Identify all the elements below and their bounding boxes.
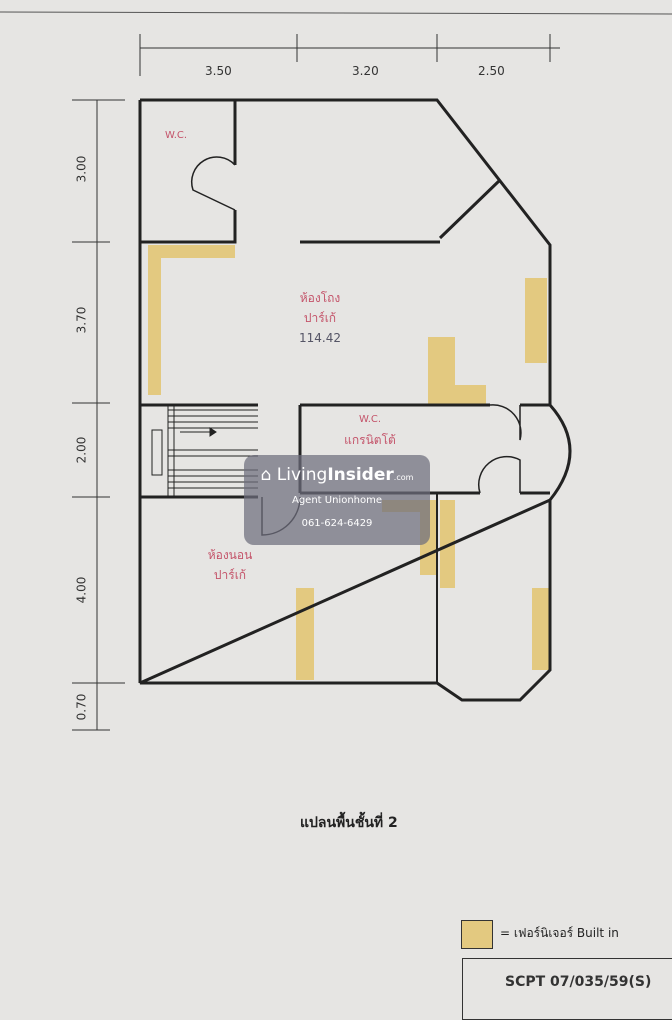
hall-name: ห้องโถง bbox=[299, 291, 341, 305]
dim-left-5: 0.70 bbox=[74, 693, 89, 721]
wc-mid-floor: แกรนิตโต้ bbox=[344, 433, 396, 447]
plan-title: แปลนพื้นชั้นที่ 2 bbox=[300, 815, 398, 831]
room-wc-mid: W.C. แกรนิตโต้ bbox=[340, 410, 400, 450]
dim-left-4: 4.00 bbox=[74, 576, 89, 604]
brand-light: Living bbox=[276, 465, 328, 485]
top-dimension-line bbox=[0, 11, 672, 76]
dim-top-3: 2.50 bbox=[478, 64, 505, 78]
left-dimension-line bbox=[72, 99, 125, 731]
room-wc-top: W.C. bbox=[165, 130, 188, 141]
wc-mid-name: W.C. bbox=[358, 414, 382, 425]
dim-left-3: 2.00 bbox=[74, 436, 89, 464]
watermark: ⌂ LivingInsider.com Agent Unionhome 061-… bbox=[244, 455, 430, 545]
bedroom-name: ห้องนอน bbox=[207, 548, 253, 562]
watermark-logo: ⌂ LivingInsider.com bbox=[244, 465, 430, 485]
house-icon: ⌂ bbox=[260, 465, 272, 485]
legend-text: = เฟอร์นิเจอร์ Built in bbox=[500, 926, 619, 940]
room-bedroom: ห้องนอน ปาร์เก้ bbox=[195, 545, 265, 585]
dim-left-1: 3.00 bbox=[74, 155, 89, 183]
dim-top-2: 3.20 bbox=[352, 64, 379, 78]
walls bbox=[138, 98, 572, 702]
hall-area: 114.42 bbox=[299, 331, 341, 345]
brand-bold: Insider bbox=[327, 465, 394, 485]
room-hall: ห้องโถง ปาร์เก้ 114.42 bbox=[280, 288, 360, 348]
watermark-phone: 061-624-6429 bbox=[301, 518, 373, 529]
brand-suffix: .com bbox=[393, 473, 414, 482]
dim-top-1: 3.50 bbox=[205, 64, 232, 78]
staircase bbox=[151, 405, 258, 497]
dim-left-2: 3.70 bbox=[74, 306, 89, 334]
bedroom-floor: ปาร์เก้ bbox=[213, 568, 247, 582]
watermark-agent: Agent Unionhome bbox=[291, 495, 383, 506]
legend-swatch bbox=[461, 920, 493, 949]
doc-code: SCPT 07/035/59(S) bbox=[505, 974, 652, 990]
hall-floor: ปาร์เก้ bbox=[303, 311, 337, 325]
